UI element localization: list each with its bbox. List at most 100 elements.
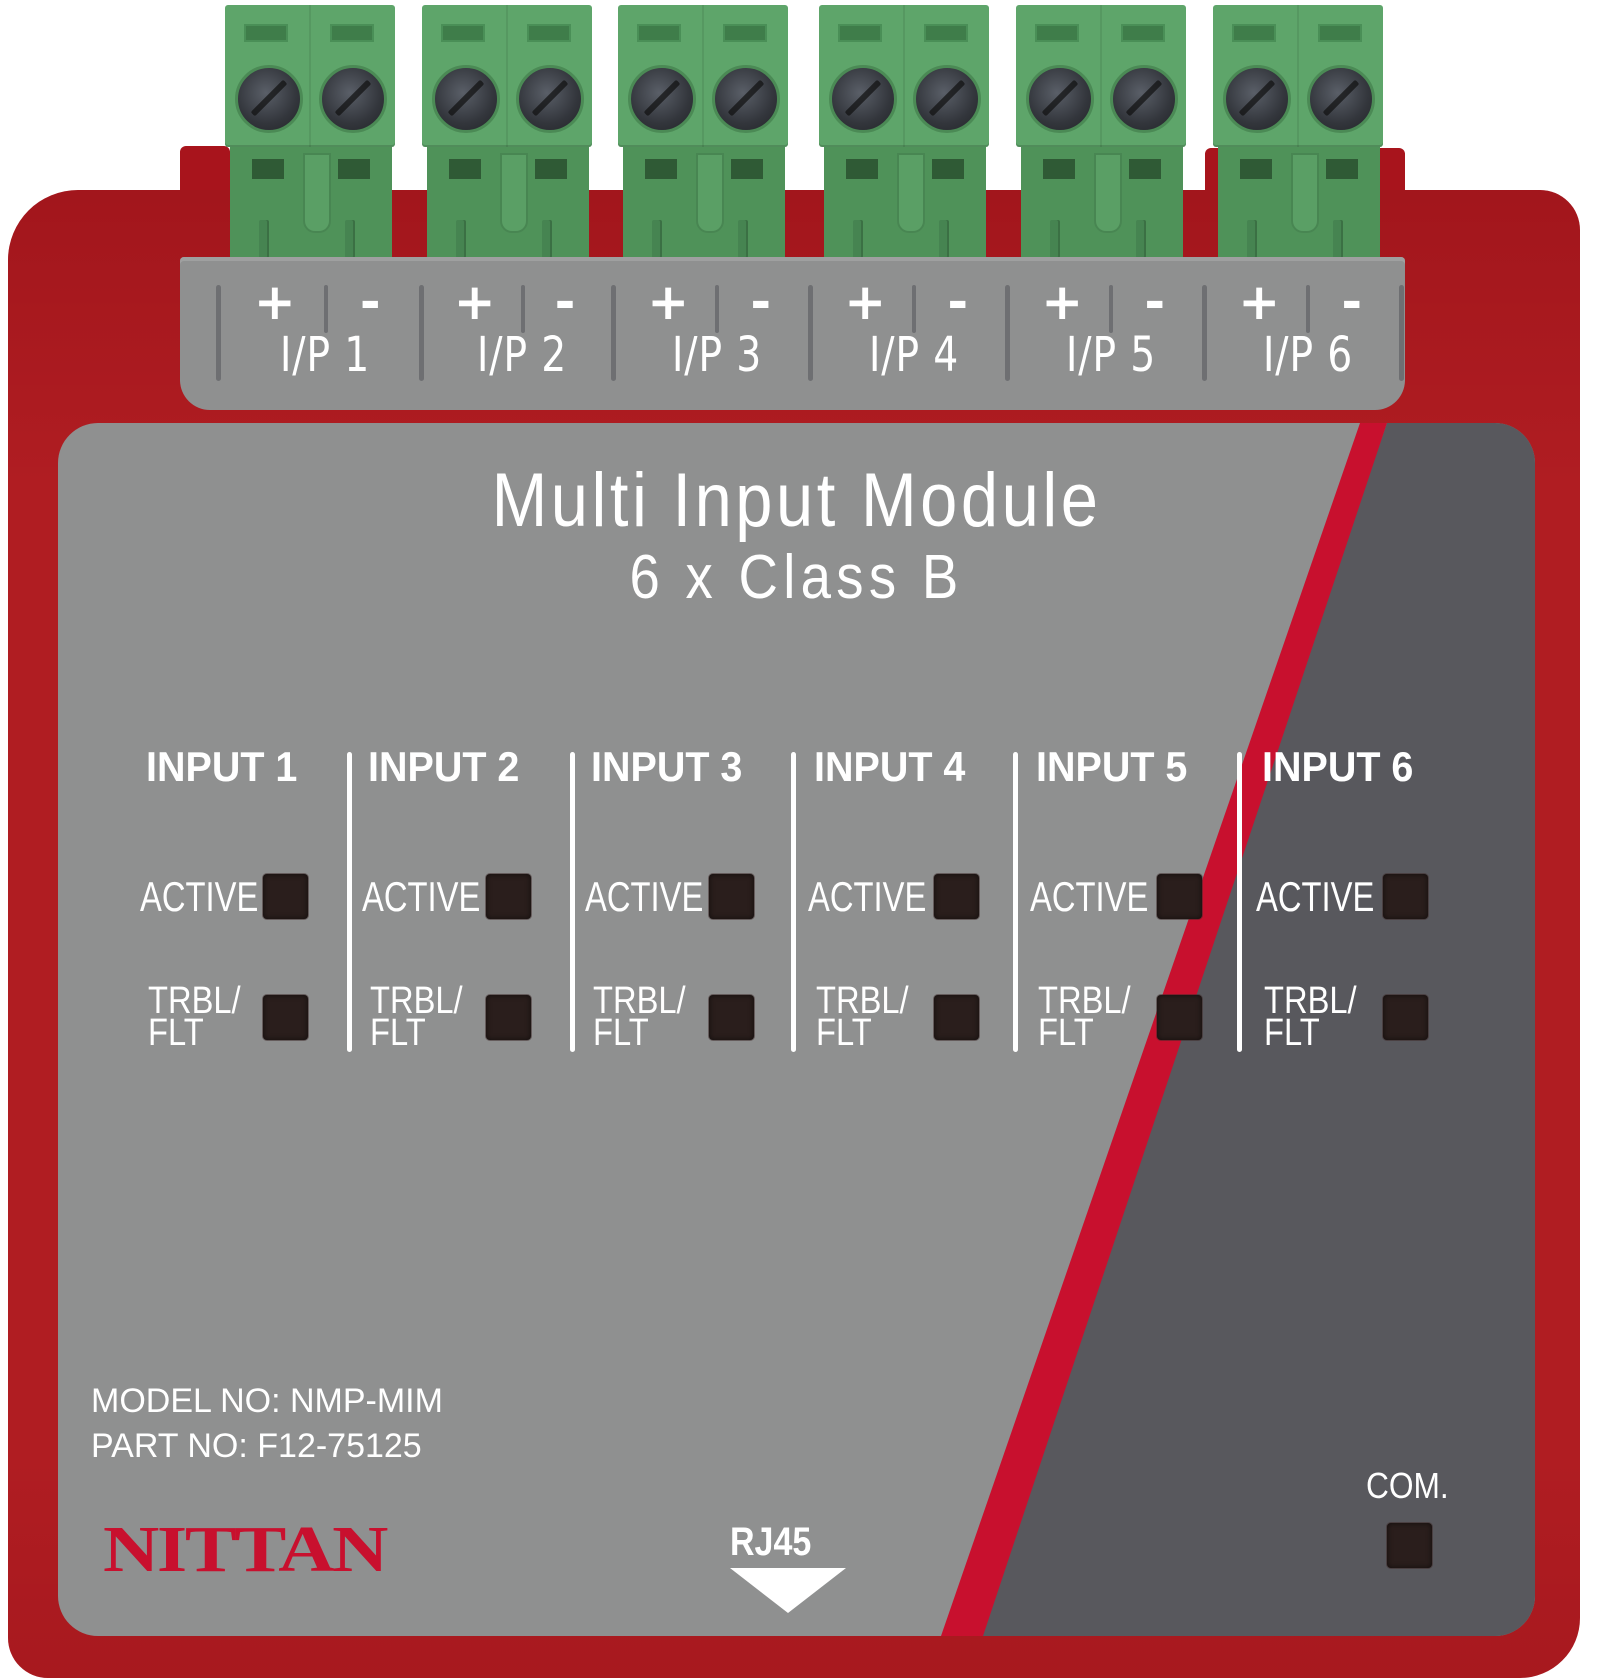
terminal-pin	[259, 220, 269, 258]
screw-minus-icon[interactable]	[1110, 65, 1178, 133]
screw-plus-icon[interactable]	[829, 65, 897, 133]
active-led-indicator	[934, 874, 979, 919]
screw-terminal-5[interactable]	[1016, 5, 1186, 258]
terminal-latch	[1293, 155, 1317, 231]
terminal-label: I/P 2	[476, 327, 568, 383]
terminal-latch	[899, 155, 923, 231]
wire-slot	[241, 21, 291, 45]
terminal-split-line	[702, 5, 704, 147]
wire-entry-hole	[932, 159, 964, 179]
wire-entry-hole	[252, 159, 284, 179]
polarity-divider	[1306, 285, 1311, 333]
terminal-latch	[305, 155, 329, 231]
terminal-latch	[1096, 155, 1120, 231]
screw-minus-icon[interactable]	[319, 65, 387, 133]
screw-plus-icon[interactable]	[1026, 65, 1094, 133]
screw-minus-icon[interactable]	[712, 65, 780, 133]
terminal-split-line	[1100, 5, 1102, 147]
terminal-head	[618, 5, 788, 147]
terminal-split-line	[506, 5, 508, 147]
terminal-pin	[738, 220, 748, 258]
terminal-pin	[542, 220, 552, 258]
wire-slot	[921, 21, 971, 45]
wire-entry-hole	[1326, 159, 1358, 179]
wire-entry-hole	[1240, 159, 1272, 179]
plus-icon: +	[453, 273, 496, 331]
active-led-indicator	[1157, 874, 1202, 919]
terminal-head	[819, 5, 989, 147]
plus-icon: +	[253, 273, 296, 331]
screw-minus-icon[interactable]	[1307, 65, 1375, 133]
polarity-divider	[912, 285, 917, 333]
polarity-divider	[1109, 285, 1114, 333]
wire-entry-hole	[1129, 159, 1161, 179]
trouble-fault-label: TRBL/ FLT	[816, 980, 909, 1054]
product-title: Multi Input Module	[491, 458, 1102, 543]
strip-divider	[419, 285, 424, 381]
minus-icon: -	[947, 273, 969, 331]
screw-plus-icon[interactable]	[235, 65, 303, 133]
strip-divider	[1005, 285, 1010, 381]
wire-slot	[634, 21, 684, 45]
wire-slot	[327, 21, 377, 45]
terminal-latch	[502, 155, 526, 231]
plus-icon: +	[844, 273, 887, 331]
trouble-led-indicator	[263, 995, 308, 1040]
active-label: ACTIVE	[1030, 873, 1149, 920]
minus-icon: -	[1144, 273, 1166, 331]
terminal-label: I/P 3	[671, 327, 762, 383]
terminal-label: I/P 6	[1262, 327, 1353, 383]
terminal-split-line	[1297, 5, 1299, 147]
column-divider	[1237, 752, 1242, 1052]
wire-slot	[1229, 21, 1279, 45]
screw-terminal-6[interactable]	[1213, 5, 1383, 258]
column-divider	[347, 752, 352, 1052]
screw-plus-icon[interactable]	[432, 65, 500, 133]
minus-icon: -	[1341, 273, 1363, 331]
wire-slot	[835, 21, 885, 45]
column-divider	[570, 752, 575, 1052]
plus-icon: +	[1238, 273, 1281, 331]
input-heading: INPUT 4	[814, 743, 966, 790]
trouble-led-indicator	[934, 995, 979, 1040]
terminal-head	[1016, 5, 1186, 147]
trouble-fault-label: TRBL/ FLT	[370, 980, 463, 1054]
terminal-pin	[1247, 220, 1257, 258]
screw-terminal-4[interactable]	[819, 5, 989, 258]
screw-plus-icon[interactable]	[628, 65, 696, 133]
polarity-divider	[715, 285, 720, 333]
trouble-fault-label: TRBL/ FLT	[593, 980, 686, 1054]
terminal-split-line	[309, 5, 311, 147]
trouble-fault-label: TRBL/ FLT	[1038, 980, 1131, 1054]
screw-terminal-1[interactable]	[225, 5, 395, 258]
active-label: ACTIVE	[140, 873, 259, 920]
active-label: ACTIVE	[362, 873, 481, 920]
wire-slot	[524, 21, 574, 45]
input-heading: INPUT 1	[146, 743, 298, 790]
screw-minus-icon[interactable]	[516, 65, 584, 133]
screw-minus-icon[interactable]	[913, 65, 981, 133]
input-heading: INPUT 6	[1262, 743, 1414, 790]
wire-slot	[1315, 21, 1365, 45]
terminal-latch	[698, 155, 722, 231]
strip-divider	[808, 285, 813, 381]
active-label: ACTIVE	[585, 873, 704, 920]
terminal-head	[422, 5, 592, 147]
minus-icon: -	[554, 273, 576, 331]
screw-terminal-2[interactable]	[422, 5, 592, 258]
wire-entry-hole	[338, 159, 370, 179]
strip-divider	[1202, 285, 1207, 381]
trouble-led-indicator	[1383, 995, 1428, 1040]
screw-plus-icon[interactable]	[1223, 65, 1291, 133]
model-number: MODEL NO: NMP-MIM	[91, 1382, 443, 1420]
input-heading: INPUT 2	[368, 743, 520, 790]
trouble-led-indicator	[709, 995, 754, 1040]
screw-terminal-3[interactable]	[618, 5, 788, 258]
trouble-led-indicator	[1157, 995, 1202, 1040]
wire-entry-hole	[449, 159, 481, 179]
com-label: COM.	[1366, 1465, 1449, 1506]
terminal-pin	[1050, 220, 1060, 258]
column-divider	[791, 752, 796, 1052]
terminal-pin	[456, 220, 466, 258]
